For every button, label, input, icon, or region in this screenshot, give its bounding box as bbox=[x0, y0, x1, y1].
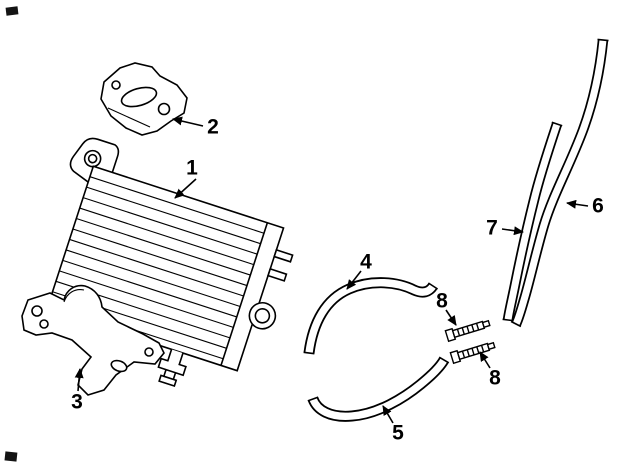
leader-arrow-3 bbox=[74, 368, 84, 392]
leader-arrow-5 bbox=[382, 405, 394, 424]
cooler-fins bbox=[48, 176, 265, 360]
callout-6: 6 bbox=[592, 194, 604, 218]
leader-arrow-7 bbox=[501, 226, 524, 236]
leader-arrow-8b bbox=[479, 351, 491, 369]
bracket-hole bbox=[144, 347, 154, 357]
upper-hose-drawing bbox=[303, 277, 439, 355]
lower-hose-drawing bbox=[307, 356, 450, 422]
cooler-nipple-upper bbox=[273, 248, 294, 263]
corner-mark bbox=[5, 6, 19, 16]
callout-4: 4 bbox=[360, 250, 372, 274]
oil-cooler-drawing bbox=[45, 137, 294, 388]
bolt-lower-drawing bbox=[449, 341, 496, 365]
cooler-tab-hole-inner bbox=[87, 153, 98, 164]
callout-8-lower: 8 bbox=[489, 366, 501, 390]
leader-arrow-2 bbox=[172, 116, 204, 127]
outer-tube-drawing bbox=[510, 38, 609, 328]
leader-arrow-6 bbox=[566, 199, 589, 209]
bracket-hole-small bbox=[111, 80, 121, 90]
cooler-drain-fitting bbox=[157, 349, 187, 388]
upper-bracket-drawing bbox=[100, 62, 188, 136]
leader-arrow-4 bbox=[346, 270, 362, 290]
bracket-bolt-hole bbox=[31, 305, 43, 317]
inner-tube-drawing bbox=[502, 121, 563, 322]
callout-8-upper: 8 bbox=[436, 289, 448, 313]
leader-arrow-8a bbox=[445, 309, 457, 326]
callout-1: 1 bbox=[186, 156, 198, 180]
cooler-port-inner bbox=[254, 307, 271, 324]
callout-5: 5 bbox=[392, 421, 404, 445]
corner-mark bbox=[4, 451, 18, 462]
cooler-port-outer bbox=[248, 301, 277, 330]
cooler-nipple-lower bbox=[267, 267, 288, 282]
cooler-tab-hole-outer bbox=[83, 149, 102, 168]
bracket-hole bbox=[157, 102, 171, 116]
bracket-foot-slot bbox=[110, 359, 128, 373]
callout-3: 3 bbox=[71, 390, 83, 414]
callout-2: 2 bbox=[207, 115, 219, 139]
bolt-upper-drawing bbox=[444, 319, 491, 343]
leader-arrows bbox=[74, 116, 589, 424]
callout-7: 7 bbox=[486, 216, 498, 240]
bracket-bolt-hole bbox=[39, 319, 49, 329]
bracket-slot bbox=[120, 86, 158, 108]
leader-arrow-1 bbox=[174, 178, 197, 199]
